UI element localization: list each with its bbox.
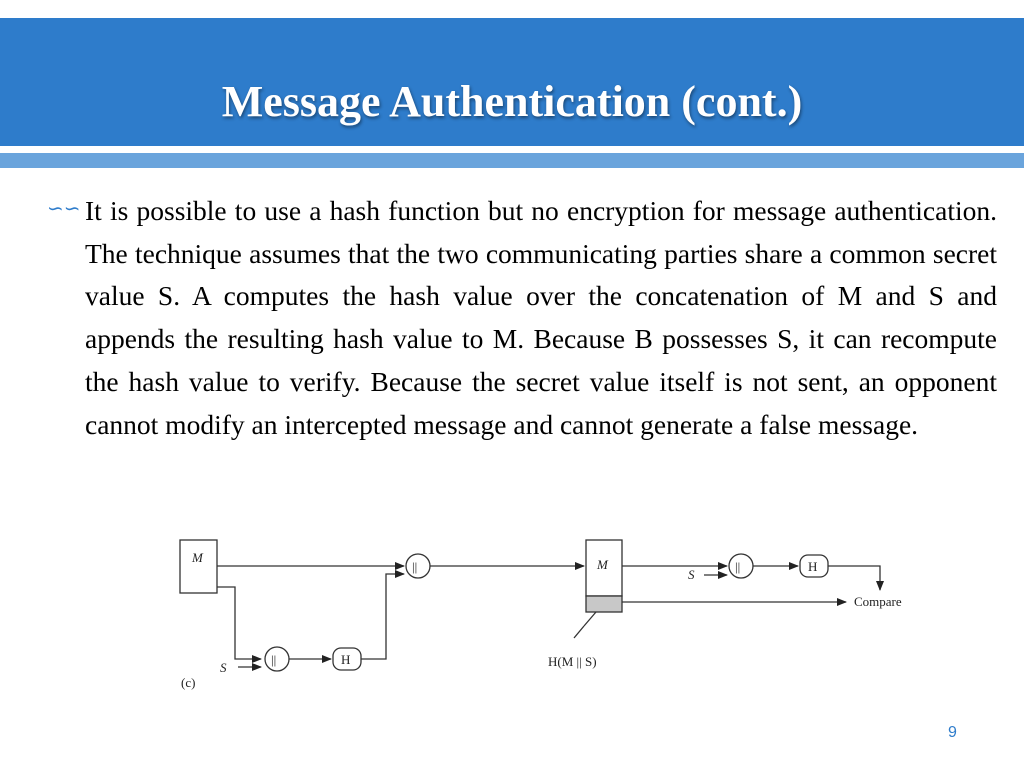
receiver-concat-circle <box>728 553 754 579</box>
receiver-concat-symbol: || <box>735 559 740 574</box>
slide-title: Message Authentication (cont.) <box>221 77 803 126</box>
bullet-icon: ∽∽ <box>47 196 81 220</box>
hash-annotation-label: H(M || S) <box>548 654 597 669</box>
receiver-secret-label: S <box>688 567 695 582</box>
transmit-concat-symbol: || <box>412 559 417 574</box>
bullet-paragraph: It is possible to use a hash function bu… <box>85 195 997 440</box>
sender-concat-symbol: || <box>271 652 276 667</box>
receiver-hash-label: H <box>808 559 817 574</box>
diagram-caption: (c) <box>181 675 195 690</box>
transmitted-message-label: M <box>596 557 609 572</box>
compare-label: Compare <box>854 594 902 609</box>
sender-message-box <box>179 539 218 594</box>
page-number: 9 <box>948 724 957 741</box>
sender-hash-label: H <box>341 652 350 667</box>
transmit-concat-circle <box>405 553 431 579</box>
sender-secret-label: S <box>220 660 227 675</box>
sender-concat-circle <box>264 646 290 672</box>
sender-message-label: M <box>191 550 204 565</box>
hmac-diagram: M S || H || M H(M || S) S || H Compare (… <box>179 539 902 690</box>
title-bar: Message Authentication (cont.) <box>0 18 1024 146</box>
title-underline-bar <box>0 153 1024 168</box>
received-hash-block <box>585 595 623 613</box>
